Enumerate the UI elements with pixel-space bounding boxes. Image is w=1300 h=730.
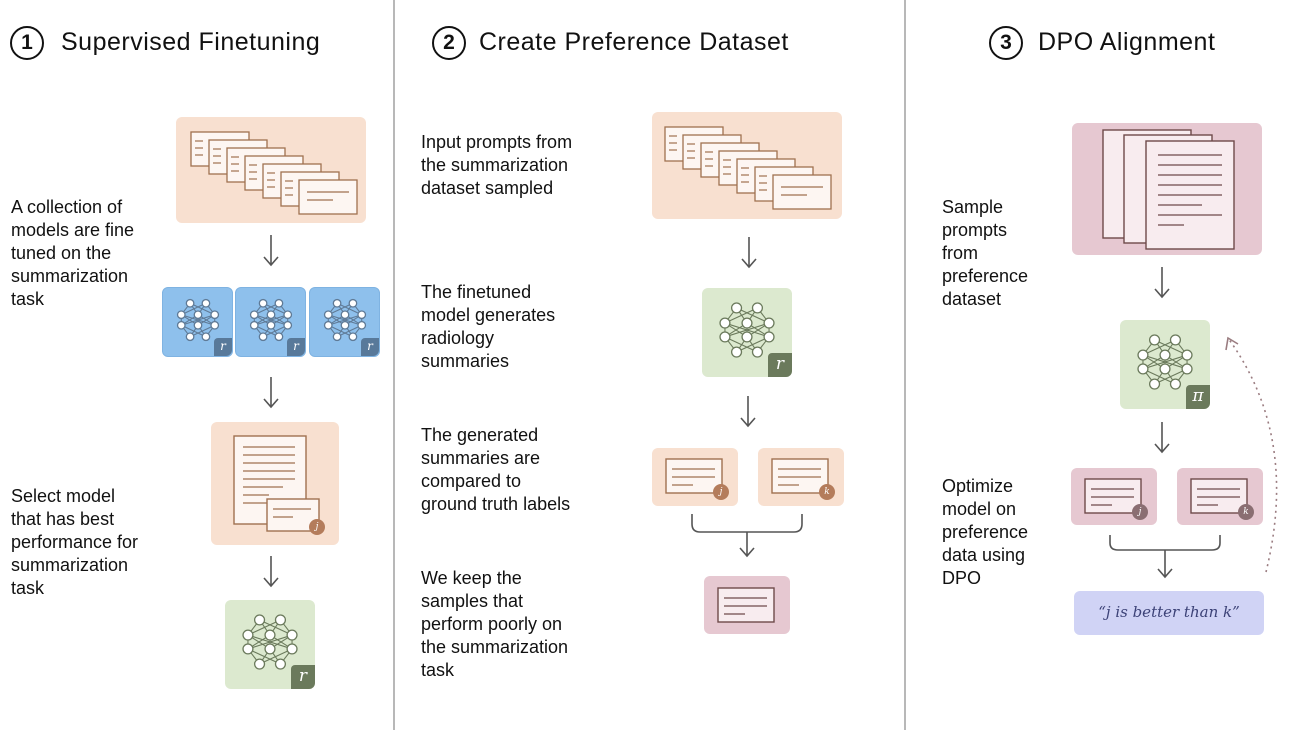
document-stack-icon <box>664 126 832 210</box>
document-icon <box>771 458 829 494</box>
arrow-down-icon <box>1154 422 1170 454</box>
document-icon <box>233 435 320 532</box>
col2-summary-j: j <box>652 448 738 506</box>
step-1-title: Supervised Finetuning <box>61 28 321 56</box>
col2-description-keep: We keep the samples that perform poorly … <box>421 568 569 680</box>
document-icon <box>665 458 723 494</box>
step-3-number: 3 <box>989 26 1023 60</box>
summary-tag: j <box>713 484 729 500</box>
model-badge: r <box>214 338 232 356</box>
model-badge: r <box>768 353 792 377</box>
arrow-down-icon <box>263 235 279 267</box>
col3-policy-model: π <box>1120 320 1210 409</box>
col1-document-stack <box>176 117 366 223</box>
summary-tag: j <box>309 519 325 535</box>
document-icon <box>717 587 775 623</box>
neural-network-icon <box>719 302 775 358</box>
model-badge: r <box>291 665 315 689</box>
col2-description-compare: The generated summaries are compared to … <box>421 425 571 514</box>
merge-bracket-icon <box>1109 535 1221 579</box>
col1-model-1: r <box>162 287 233 357</box>
col1-best-model: r <box>225 600 315 689</box>
col2-summary-k: k <box>758 448 844 506</box>
arrow-down-icon <box>1154 267 1170 299</box>
col3-preference-prompts <box>1072 123 1262 255</box>
step-2-title: Create Preference Dataset <box>479 28 789 56</box>
preference-statement: “j is better than k” <box>1098 603 1240 621</box>
step-2-number: 2 <box>432 26 466 60</box>
document-icon <box>1190 478 1248 514</box>
col1-description-models: A collection of models are fine tuned on… <box>11 197 135 309</box>
col3-description-optimize: Optimize model on preference data using … <box>942 476 1029 588</box>
col2-prompt-stack <box>652 112 842 219</box>
feedback-arrow-icon <box>1225 336 1278 573</box>
neural-network-icon <box>249 298 293 342</box>
col2-kept-sample <box>704 576 790 634</box>
policy-badge: π <box>1186 385 1210 409</box>
step-3-title: DPO Alignment <box>1038 28 1216 56</box>
col3-description-sample: Sample prompts from preference dataset <box>942 197 1029 309</box>
summary-tag: k <box>819 484 835 500</box>
merge-bracket-icon <box>691 514 803 558</box>
summary-tag: j <box>1132 504 1148 520</box>
col1-model-3: r <box>309 287 380 357</box>
column-divider-1 <box>393 0 395 730</box>
col3-summary-k: k <box>1177 468 1263 525</box>
arrow-down-icon <box>263 556 279 588</box>
model-badge: r <box>287 338 305 356</box>
col2-description-input: Input prompts from the summarization dat… <box>421 132 573 198</box>
col2-finetuned-model: r <box>702 288 792 377</box>
neural-network-icon <box>1137 334 1193 390</box>
col1-description-select: Select model that has best performance f… <box>11 486 139 598</box>
step-1-number: 1 <box>10 26 44 60</box>
document-stack-icon <box>1102 129 1235 250</box>
document-icon <box>1084 478 1142 514</box>
neural-network-icon <box>242 614 298 670</box>
col1-model-2: r <box>235 287 306 357</box>
col2-description-generate: The finetuned model generates radiology … <box>421 282 556 371</box>
col3-summary-j: j <box>1071 468 1157 525</box>
document-stack-icon <box>190 131 358 215</box>
arrow-down-icon <box>263 377 279 409</box>
arrow-down-icon <box>741 237 757 269</box>
summary-tag: k <box>1238 504 1254 520</box>
neural-network-icon <box>323 298 367 342</box>
arrow-down-icon <box>740 396 756 428</box>
model-badge: r <box>361 338 379 356</box>
column-divider-2 <box>904 0 906 730</box>
col3-preference-label: “j is better than k” <box>1074 591 1264 635</box>
col1-selected-summary: j <box>211 422 339 545</box>
neural-network-icon <box>176 298 220 342</box>
